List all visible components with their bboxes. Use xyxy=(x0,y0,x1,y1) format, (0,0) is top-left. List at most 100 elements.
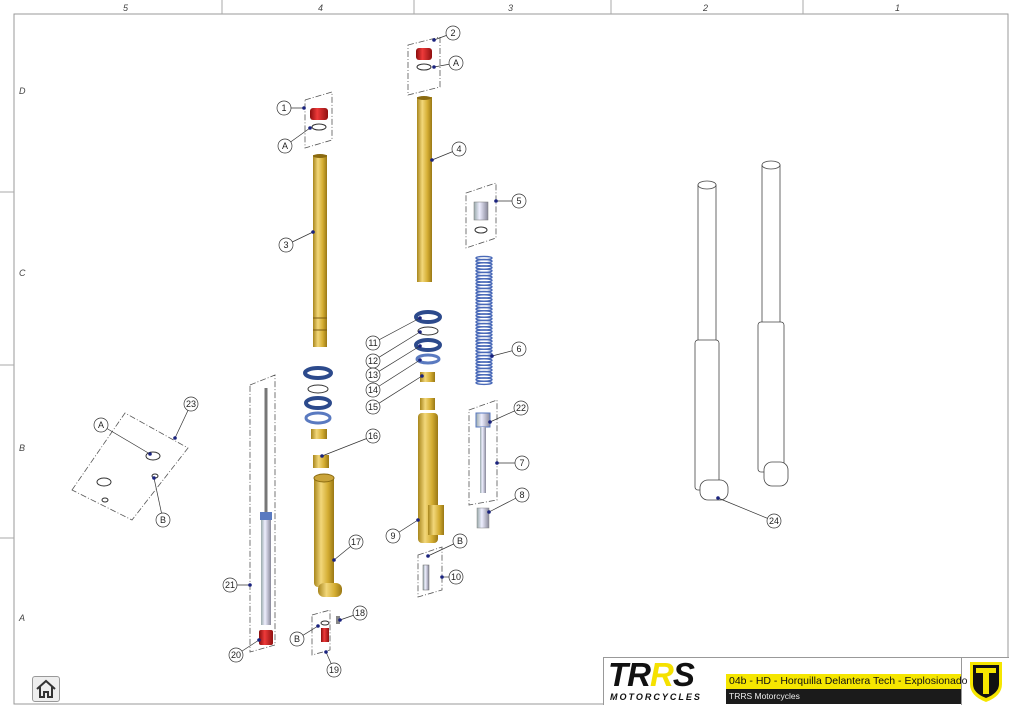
callout-bubble xyxy=(448,569,464,585)
row-label: D xyxy=(19,86,26,96)
leader-arrow xyxy=(302,106,306,110)
leader-arrow xyxy=(173,436,177,440)
leader-arrow xyxy=(418,316,422,320)
leader-arrow xyxy=(324,650,328,654)
leader-line xyxy=(717,497,775,522)
leader-arrow xyxy=(416,518,420,522)
column-label: 5 xyxy=(123,3,129,13)
drawing-title: 04b - HD - Horquilla Delantera Tech - Ex… xyxy=(726,674,968,689)
leader-arrow xyxy=(148,452,152,456)
row-label: C xyxy=(19,268,26,278)
callout-bubble xyxy=(352,605,368,621)
callout-label: A xyxy=(453,58,459,68)
column-label: 2 xyxy=(702,3,708,13)
callout-label: 7 xyxy=(519,458,524,468)
trrs-logo: TRRS MOTORCYCLES xyxy=(608,656,702,702)
callout-label: 6 xyxy=(516,344,521,354)
leader-arrow xyxy=(432,38,436,42)
leader-line xyxy=(100,424,151,455)
callout-label: 10 xyxy=(451,572,461,582)
leader-arrow xyxy=(490,354,494,358)
callout-label: 19 xyxy=(329,665,339,675)
callout-bubble xyxy=(514,455,530,471)
callout-bubble xyxy=(365,399,381,415)
callout-bubble xyxy=(183,396,199,412)
callout-17: 17 xyxy=(332,534,364,562)
callout-label: 14 xyxy=(368,385,378,395)
leader-arrow xyxy=(418,358,422,362)
callout-bubble xyxy=(766,513,782,529)
spring-coil xyxy=(475,380,493,386)
callout-bubble xyxy=(277,138,293,154)
leader-arrow xyxy=(320,454,324,458)
callout-21: 21 xyxy=(222,577,252,593)
callout-label: B xyxy=(457,536,463,546)
callout-18: 18 xyxy=(338,605,368,622)
callout-label: B xyxy=(160,515,166,525)
callout-bubble xyxy=(365,428,381,444)
callout-11: 11 xyxy=(365,316,422,351)
callout-label: 12 xyxy=(368,356,378,366)
leader-arrow xyxy=(487,510,491,514)
callout-label: A xyxy=(98,420,104,430)
leader-arrow xyxy=(488,420,492,424)
callout-label: 13 xyxy=(368,370,378,380)
home-button[interactable] xyxy=(32,676,60,702)
callout-14: 14 xyxy=(365,358,422,398)
home-icon xyxy=(36,679,56,698)
leader-line xyxy=(372,359,421,391)
leader-arrow xyxy=(495,461,499,465)
callout-bubble xyxy=(228,647,244,663)
callout-bubble xyxy=(278,237,294,253)
callout-bubble xyxy=(326,662,342,678)
callout-bubble xyxy=(289,631,305,647)
fork-parts-right: /* spring coils drawn below */ xyxy=(414,48,493,591)
callout-bubble xyxy=(511,341,527,357)
callout-label: B xyxy=(294,634,300,644)
callout-bubble xyxy=(385,528,401,544)
ring-kit xyxy=(96,451,161,503)
group-outlines xyxy=(71,36,498,656)
callout-label: 15 xyxy=(368,402,378,412)
callout-6: 6 xyxy=(490,341,527,358)
callout-label: 23 xyxy=(186,399,196,409)
callout-20: 20 xyxy=(228,638,261,663)
column-label: 4 xyxy=(318,3,323,13)
leader-line xyxy=(372,317,421,344)
column-label: 1 xyxy=(895,3,900,13)
callout-B: B xyxy=(426,533,468,558)
callout-1: 1 xyxy=(276,100,306,116)
callout-19: 19 xyxy=(324,650,342,678)
callout-23: 23 xyxy=(173,396,199,440)
callout-bubble xyxy=(155,512,171,528)
drawing-subtitle: TRRS Motorcycles xyxy=(726,689,961,704)
leader-arrow xyxy=(248,583,252,587)
leader-arrow xyxy=(418,344,422,348)
callout-5: 5 xyxy=(494,193,527,209)
spring xyxy=(475,255,493,386)
callout-label: 22 xyxy=(516,403,526,413)
callout-bubble xyxy=(365,335,381,351)
callout-bubble xyxy=(348,534,364,550)
leader-arrow xyxy=(338,618,342,622)
leader-line xyxy=(372,345,421,376)
row-label: A xyxy=(18,613,25,623)
callout-label: 2 xyxy=(450,28,455,38)
callout-22: 22 xyxy=(488,400,529,424)
leader-arrow xyxy=(152,476,156,480)
callout-2: 2 xyxy=(432,25,461,42)
callout-8: 8 xyxy=(487,487,530,514)
callout-label: 16 xyxy=(368,431,378,441)
callout-label: 20 xyxy=(231,650,241,660)
callout-label: 3 xyxy=(283,240,288,250)
callout-label: 9 xyxy=(390,531,395,541)
callout-label: 4 xyxy=(456,144,461,154)
leader-arrow xyxy=(308,126,312,130)
leader-arrow xyxy=(430,158,434,162)
callout-15: 15 xyxy=(365,374,424,415)
leader-arrow xyxy=(440,575,444,579)
callout-bubble xyxy=(452,533,468,549)
callout-label: 21 xyxy=(225,580,235,590)
callout-bubble xyxy=(511,193,527,209)
